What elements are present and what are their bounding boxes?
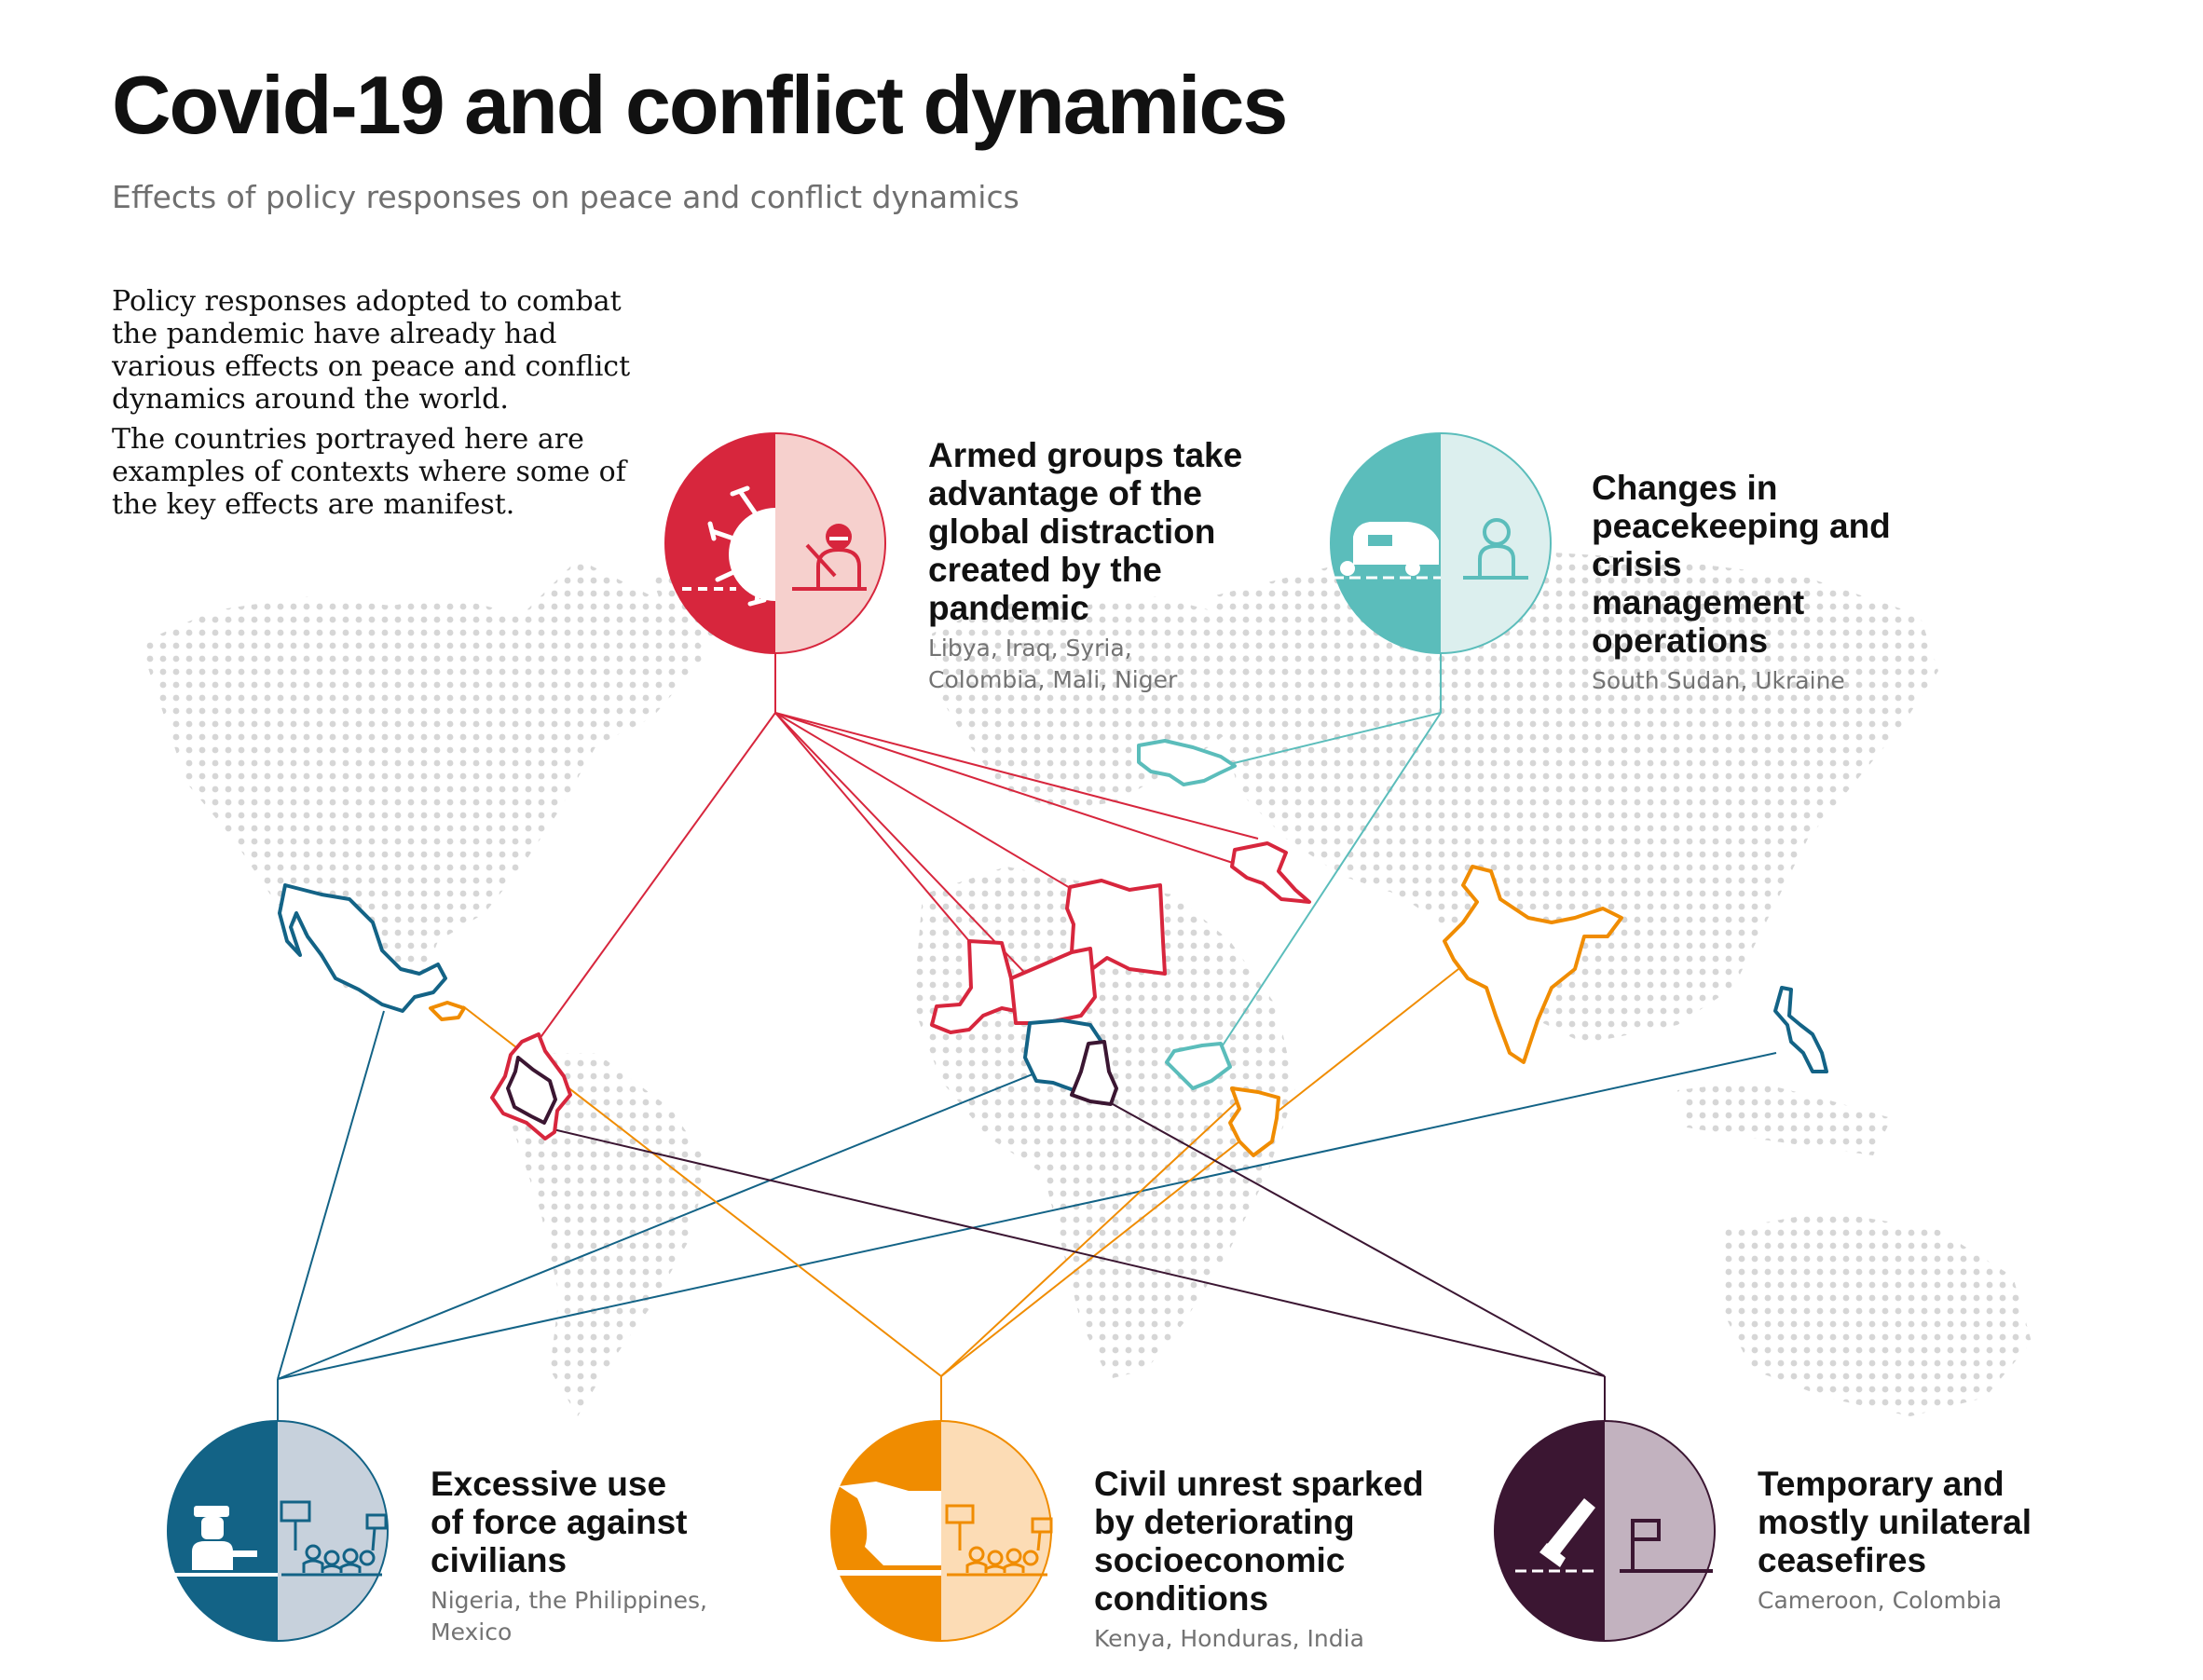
weapon-icon <box>1515 1498 1599 1573</box>
country-india <box>1443 865 1623 1064</box>
intro-text: Policy responses adopted to combat the p… <box>112 285 634 528</box>
force-circle <box>167 1420 389 1642</box>
empty-plate-icon <box>834 1482 941 1576</box>
map-south-america <box>513 1053 708 1416</box>
country-cameroon <box>1070 1040 1118 1106</box>
country-colombia-ceasefire <box>506 1056 557 1125</box>
unrest-countries: Kenya, Honduras, India <box>1094 1625 1364 1652</box>
unrest-circle <box>830 1420 1053 1642</box>
protesters-icon <box>280 1500 388 1577</box>
peacekeeping-connectors <box>1220 652 1442 1049</box>
country-ukraine <box>1137 739 1237 786</box>
ceasefire-countries: Cameroon, Colombia <box>1758 1587 2003 1614</box>
armed-groups-heading: Armed groups take advantage of the globa… <box>928 436 1243 627</box>
virus-icon <box>682 485 775 607</box>
intro-paragraph: Policy responses adopted to combat the p… <box>112 285 631 416</box>
country-outlines <box>278 739 1828 1157</box>
peacekeeping-heading: Changes in peacekeeping and crisis manag… <box>1592 469 1891 660</box>
ceasefire-connectors <box>544 1099 1606 1421</box>
intro-paragraph: The countries portrayed here are example… <box>112 423 626 521</box>
armed-groups-countries: Libya, Iraq, Syria, Colombia, Mali, Nige… <box>928 635 1178 693</box>
page-subtitle: Effects of policy responses on peace and… <box>112 179 1019 215</box>
ceasefire-heading: Temporary and mostly unilateral ceasefir… <box>1758 1465 2032 1579</box>
peacekeeper-icon <box>1463 518 1528 580</box>
unrest-heading: Civil unrest sparked by deteriorating so… <box>1094 1465 1424 1618</box>
map-australia <box>1724 1211 2032 1416</box>
armed-groups-label: Armed groups take advantage of the globa… <box>928 436 1320 696</box>
armored-vehicle-icon <box>1333 522 1441 580</box>
map-north-america <box>140 559 708 1006</box>
country-south-sudan <box>1165 1042 1232 1090</box>
country-niger <box>1009 947 1097 1025</box>
peacekeeping-circle <box>1330 432 1552 654</box>
force-heading: Excessive use of force against civilians <box>431 1465 688 1579</box>
page-title: Covid-19 and conflict dynamics <box>112 59 1288 151</box>
armed-fighter-icon <box>792 524 867 591</box>
country-kenya <box>1228 1086 1280 1157</box>
country-honduras <box>429 1001 466 1021</box>
armed-groups-circle <box>664 432 886 654</box>
peacekeeping-countries: South Sudan, Ukraine <box>1592 667 1845 694</box>
country-mexico <box>278 883 447 1013</box>
peacekeeping-label: Changes in peacekeeping and crisis manag… <box>1592 469 1983 697</box>
protesters-icon-2 <box>945 1504 1053 1577</box>
force-connectors <box>277 1010 1777 1421</box>
ceasefire-circle <box>1494 1420 1716 1642</box>
ceasefire-label: Temporary and mostly unilateral ceasefir… <box>1758 1465 2093 1617</box>
police-officer-icon <box>168 1506 278 1577</box>
force-label: Excessive use of force against civilians… <box>431 1465 785 1648</box>
country-philippines <box>1773 986 1828 1073</box>
unrest-label: Civil unrest sparked by deteriorating so… <box>1094 1465 1485 1655</box>
flag-icon <box>1620 1519 1713 1573</box>
map-indonesia <box>1677 1081 1892 1155</box>
force-countries: Nigeria, the Philippines, Mexico <box>431 1587 707 1646</box>
country-syria-iraq <box>1230 841 1311 904</box>
map-asia <box>1211 550 1938 1044</box>
